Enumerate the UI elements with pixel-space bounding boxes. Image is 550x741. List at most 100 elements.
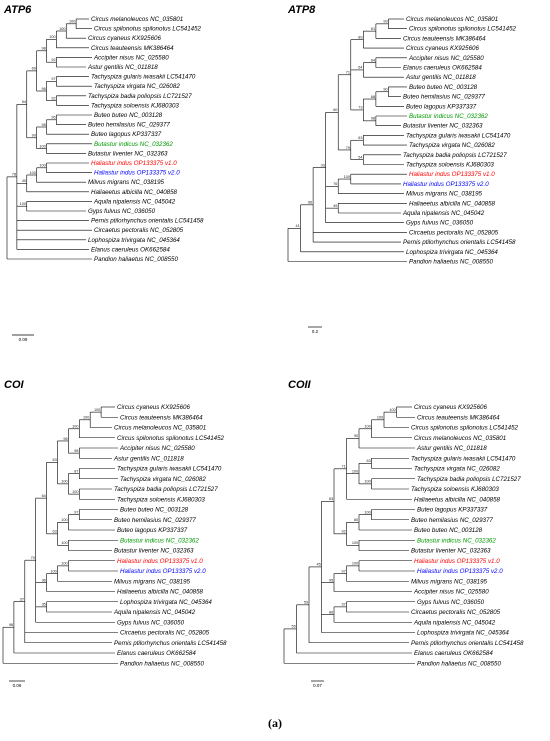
bootstrap-value: 97: [51, 77, 55, 81]
bootstrap-value: 54: [358, 155, 362, 159]
taxon-label: Buteo buteo NC_003128: [94, 112, 163, 119]
taxon-label: Tachyspiza badia poliopsis LC721527: [403, 152, 507, 159]
taxon-label: Circus cyaneus KX925606: [117, 404, 190, 411]
bootstrap-value: 60: [333, 108, 337, 112]
scale-bar-label: 0.09: [19, 337, 28, 342]
bootstrap-value: 66: [308, 201, 312, 205]
taxon-label: Pernis ptilorhynchus orientalis LC541458: [114, 640, 227, 647]
taxon-label: Tachyspiza gularis iwasakii LC541470: [411, 455, 516, 462]
taxon-label: Elanus caeruleus OK662584: [403, 65, 482, 72]
taxon-label: Circaetus pectoralis NC_052805: [411, 609, 501, 616]
bootstrap-value: 64: [358, 66, 362, 70]
bootstrap-value: 99: [383, 20, 387, 24]
taxon-label: Milvus migrans NC_038195: [406, 191, 483, 198]
bootstrap-value: 98: [74, 449, 78, 453]
bootstrap-value: 71: [346, 71, 350, 75]
bootstrap-value: 100: [72, 425, 78, 429]
bootstrap-value: 100: [364, 480, 370, 484]
bootstrap-value: 100: [377, 416, 383, 420]
taxon-label: Lophospiza trivirgata NC_045364: [88, 237, 180, 244]
taxon-label: Circus melanoleucos NC_035801: [91, 16, 183, 23]
taxon-label: Buteo lagopus KP337337: [117, 527, 188, 534]
taxon-label: Haliastur indus OP133375 v2.0: [403, 181, 489, 188]
taxon-label: Astur gentilis NC_011818: [87, 64, 158, 71]
bootstrap-value: 100: [61, 562, 67, 566]
taxon-label: Tachyspiza gularis iwasakii LC541470: [117, 466, 222, 473]
bootstrap-value: 71: [341, 465, 345, 469]
bootstrap-value: 64: [42, 494, 46, 498]
bootstrap-value: 100: [61, 541, 67, 545]
panel-title: ATP8: [288, 4, 316, 16]
taxon-label: Butastur liventer NC_032363: [403, 123, 483, 130]
bootstrap-value: 90: [383, 88, 387, 92]
taxon-label: Gyps fulvus NC_036050: [88, 208, 156, 215]
bootstrap-value: 49: [333, 204, 337, 208]
bootstrap-value: 55: [291, 625, 295, 629]
bootstrap-value: 100: [29, 171, 35, 175]
panel-title: ATP6: [4, 4, 32, 16]
taxon-label: Lophospiza trivirgata NC_045364: [120, 599, 212, 606]
taxon-label: Astur gentilis NC_011818: [405, 74, 476, 81]
bootstrap-value: 98: [371, 117, 375, 121]
bootstrap-value: 100: [72, 490, 78, 494]
taxon-label: Tachyspiza badia poliopsis LC721527: [114, 486, 218, 493]
taxon-label: Accipiter nisus NC_025580: [413, 589, 489, 596]
bootstrap-value: 78: [12, 173, 16, 177]
taxon-label: Milvus migrans NC_038195: [411, 578, 488, 585]
taxon-label: Tachyspiza virgata NC_026082: [409, 142, 495, 149]
bootstrap-value: 90: [32, 134, 36, 138]
bootstrap-value: 95: [51, 116, 55, 120]
scale-bar-label: 0.06: [13, 683, 22, 688]
taxon-label: Gyps fulvus NC_036050: [417, 599, 485, 606]
bootstrap-value: 37: [341, 603, 345, 607]
taxon-label: Buteo buteo NC_003128: [409, 84, 478, 91]
bootstrap-value: 64: [371, 58, 375, 62]
bootstrap-value: 98: [41, 47, 45, 51]
taxon-label: Butastur liventer NC_032363: [88, 150, 168, 157]
taxon-label: Lophospiza trivirgata NC_045364: [406, 249, 498, 256]
bootstrap-value: 59: [304, 601, 308, 605]
bootstrap-value: 100: [352, 562, 358, 566]
taxon-label: Tachyspiza gularis iwasakii LC541470: [406, 132, 511, 139]
bootstrap-value: 100: [61, 480, 67, 484]
taxon-label: Tachyspiza gularis iwasakii LC541470: [91, 74, 196, 81]
bootstrap-value: 95: [329, 578, 333, 582]
bootstrap-value: 97: [74, 510, 78, 514]
taxon-label: Buteo hemilasius NC_029377: [411, 517, 493, 524]
bootstrap-value: 100: [352, 541, 358, 545]
taxon-label: Haliaeetus albicilla NC_040858: [414, 496, 501, 503]
taxon-label: Buteo lagopus KP337337: [91, 131, 162, 138]
taxon-label: Buteo hemilasius NC_029377: [88, 122, 170, 129]
taxon-label: Aquila nipalensis NC_045042: [402, 210, 485, 217]
taxon-label: Butastur indicus NC_032362: [417, 537, 496, 544]
bootstrap-value: 100: [49, 35, 55, 39]
scale-bar-label: 0.07: [313, 683, 322, 688]
taxon-label: Circaetus pectoralis NC_052805: [409, 229, 499, 236]
bootstrap-value: 68: [371, 95, 375, 99]
bootstrap-value: 83: [329, 497, 333, 501]
bootstrap-value: 40: [22, 179, 26, 183]
taxon-label: Tachyspiza soloensis KJ680303: [91, 102, 179, 109]
bootstrap-value: 100: [389, 408, 395, 412]
taxon-label: Haliaeetus albicilla NC_040858: [117, 589, 204, 596]
taxon-label: Pernis ptilorhynchus orientalis LC541458: [403, 239, 516, 246]
bootstrap-value: 54: [22, 100, 26, 104]
taxon-label: Aquila nipalensis NC_045042: [113, 609, 196, 616]
bootstrap-value: 80: [354, 518, 358, 522]
bootstrap-value: 61: [371, 27, 375, 31]
taxon-label: Circaetus pectoralis NC_052805: [120, 630, 210, 637]
taxon-label: Circus melanoleucos NC_035801: [406, 16, 498, 23]
figure-caption: (a): [268, 716, 282, 730]
taxon-label: Circus spilonotus spilonotus LC541452: [117, 435, 225, 442]
bootstrap-value: 89: [358, 35, 362, 39]
bootstrap-value: 100: [39, 144, 45, 148]
taxon-label: Aquila nipalensis NC_045042: [413, 619, 496, 626]
